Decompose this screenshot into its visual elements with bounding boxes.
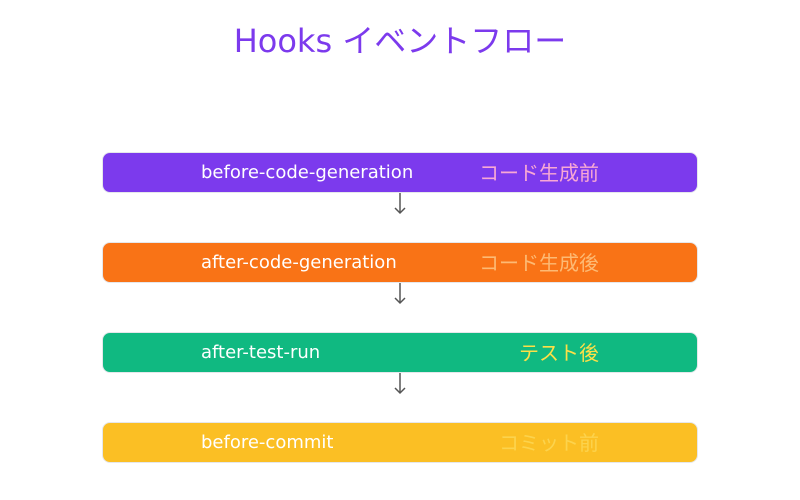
event-name: after-test-run [201,342,321,363]
event-description: コミット前 [499,431,599,455]
event-description: テスト後 [519,341,599,365]
flow-arrow-2 [394,283,406,305]
event-name: before-commit [201,432,334,453]
event-box-before-commit: before-commit コミット前 [102,422,698,463]
event-name: after-code-generation [201,252,397,273]
event-box-after-code-generation: after-code-generation コード生成後 [102,242,698,283]
event-name: before-code-generation [201,162,414,183]
event-box-after-test-run: after-test-run テスト後 [102,332,698,373]
event-description: コード生成後 [479,251,599,275]
flow-arrow-1 [394,193,406,215]
flow-arrow-3 [394,373,406,395]
diagram-title: Hooks イベントフロー [233,22,567,60]
event-description: コード生成前 [479,161,599,185]
event-box-before-code-generation: before-code-generation コード生成前 [102,152,698,193]
